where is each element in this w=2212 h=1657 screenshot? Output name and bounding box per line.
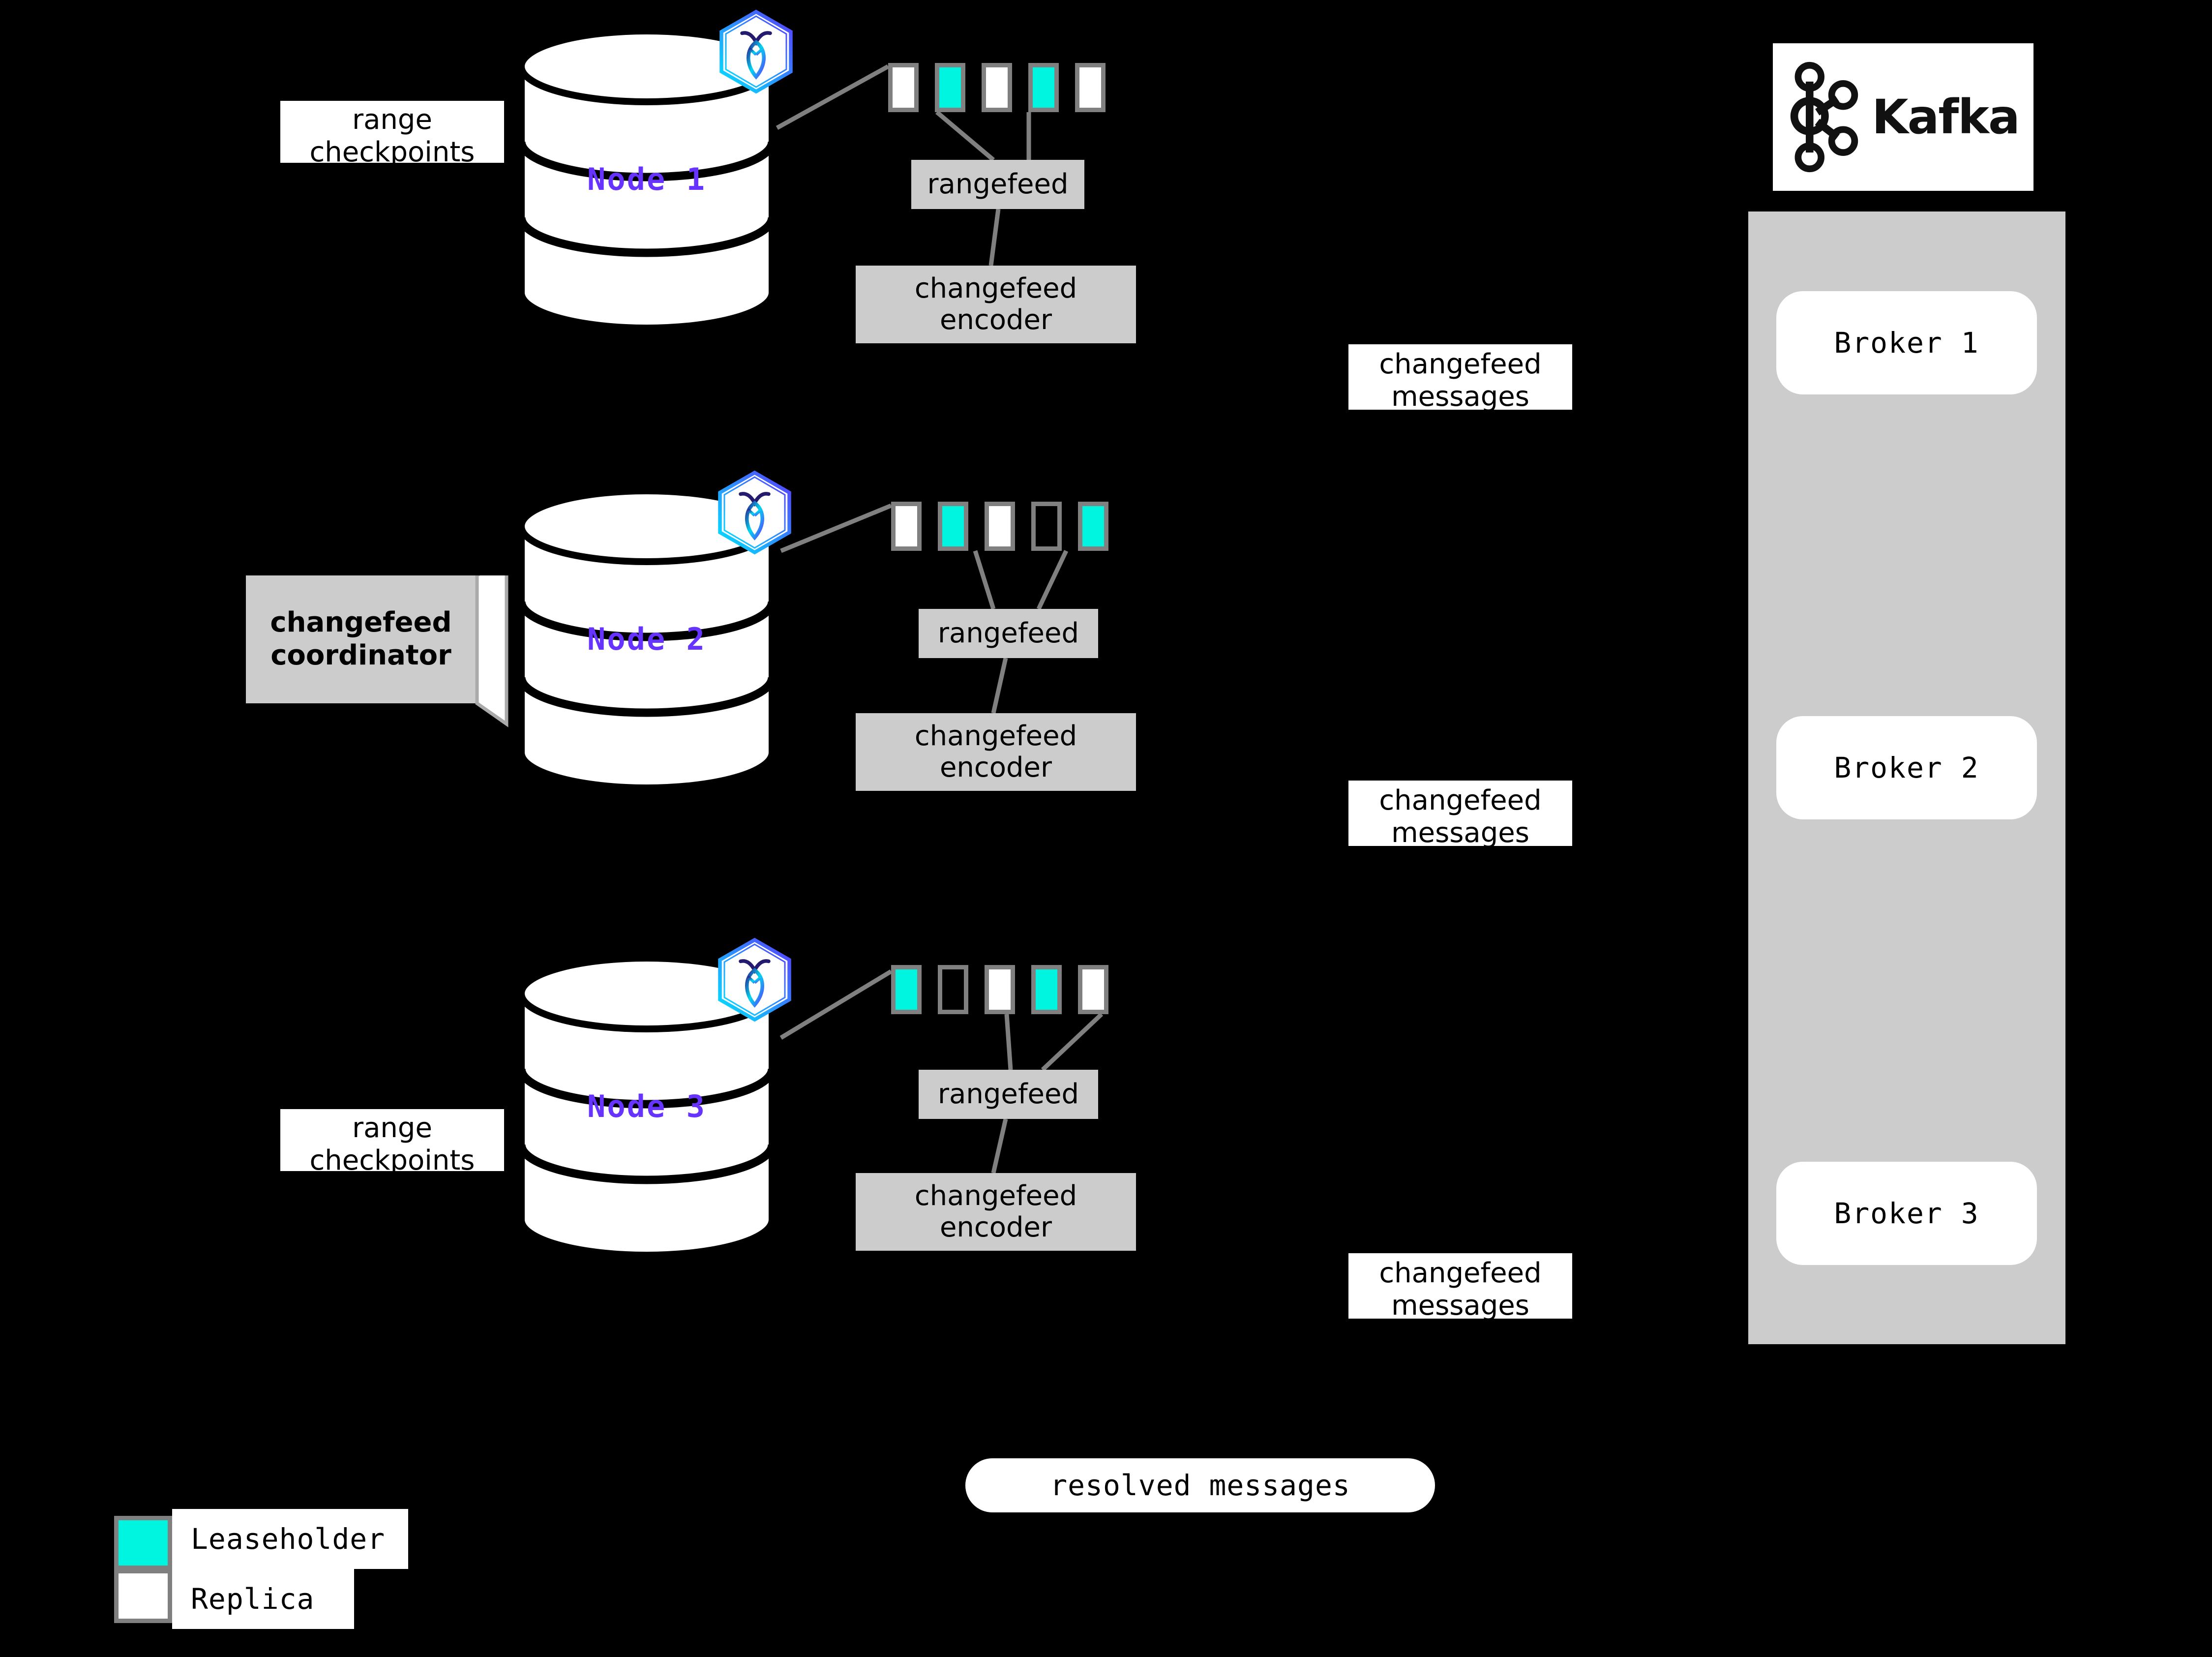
range-block-replica[interactable]	[1075, 63, 1106, 112]
node-1-rangefeed-box[interactable]: rangefeed	[911, 160, 1084, 209]
kafka-logo-box: Kafka	[1773, 43, 2033, 191]
node-3-range-checkpoints-label: range checkpoints	[280, 1109, 504, 1171]
node-3-label: Node 3	[587, 1088, 706, 1124]
range-block-leaseholder[interactable]	[1031, 965, 1062, 1014]
changefeed-coordinator-callout[interactable]: changefeed coordinator	[246, 575, 521, 753]
range-block-replica[interactable]	[1078, 965, 1108, 1014]
range-block-replica[interactable]	[891, 502, 922, 551]
range-block-empty[interactable]	[1031, 502, 1062, 551]
range-block-leaseholder[interactable]	[1078, 502, 1108, 551]
cockroachdb-hex-logo-icon	[716, 9, 797, 97]
range-block-leaseholder[interactable]	[891, 965, 922, 1014]
node-3-range-row	[891, 965, 1125, 1014]
node-1-changefeed-encoder-box[interactable]: changefeed encoder	[856, 266, 1136, 343]
changefeed-messages-label-1: changefeed messages	[1348, 344, 1572, 410]
changefeed-messages-label-2: changefeed messages	[1348, 781, 1572, 846]
node-2-cylinder: Node 2	[516, 489, 777, 789]
legend-label-replica: Replica	[172, 1569, 354, 1629]
kafka-node-graph-logo-icon	[1787, 60, 1861, 174]
cockroachdb-hex-logo-icon	[714, 937, 795, 1025]
node-1-range-checkpoints-label: range checkpoints	[280, 101, 504, 163]
legend-label-leaseholder: Leaseholder	[172, 1509, 408, 1569]
node-2-changefeed-encoder-box[interactable]: changefeed encoder	[856, 713, 1136, 791]
range-block-leaseholder[interactable]	[1028, 63, 1059, 112]
kafka-inbound-arrow	[2062, 325, 2096, 354]
changefeed-coordinator-label: changefeed coordinator	[270, 606, 452, 671]
broker-3-box[interactable]: Broker 3	[1776, 1162, 2037, 1265]
broker-1-box[interactable]: Broker 1	[1776, 291, 2037, 394]
node-3-rangefeed-box[interactable]: rangefeed	[919, 1070, 1098, 1119]
broker-2-box[interactable]: Broker 2	[1776, 716, 2037, 819]
range-block-replica[interactable]	[985, 965, 1015, 1014]
node-2-range-row	[891, 502, 1125, 551]
range-block-empty[interactable]	[938, 965, 968, 1014]
range-block-replica[interactable]	[982, 63, 1012, 112]
kafka-wordmark: Kafka	[1872, 90, 2020, 145]
node-2-rangefeed-box[interactable]: rangefeed	[919, 609, 1098, 658]
range-block-replica[interactable]	[985, 502, 1015, 551]
node-3-changefeed-encoder-box[interactable]: changefeed encoder	[856, 1173, 1136, 1251]
node-1-label: Node 1	[587, 161, 706, 197]
range-block-leaseholder[interactable]	[938, 502, 968, 551]
changefeed-messages-label-3: changefeed messages	[1348, 1253, 1572, 1319]
legend-swatch-leaseholder	[114, 1516, 172, 1570]
resolved-messages-pill[interactable]: resolved messages	[965, 1458, 1435, 1512]
range-block-replica[interactable]	[888, 63, 919, 112]
legend-swatch-replica	[114, 1569, 172, 1623]
cockroachdb-hex-logo-icon	[714, 470, 795, 558]
range-block-leaseholder[interactable]	[935, 63, 965, 112]
node-2-label: Node 2	[587, 621, 706, 657]
node-1-cylinder: Node 1	[516, 30, 777, 330]
node-1-range-row	[888, 63, 1122, 112]
